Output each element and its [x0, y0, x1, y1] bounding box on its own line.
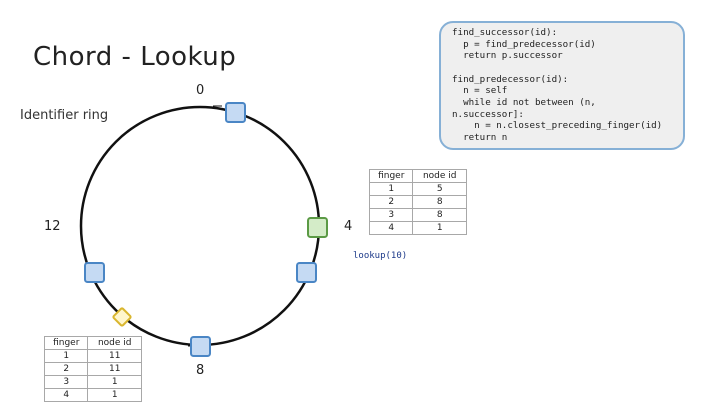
table-row: 2 8	[368, 195, 467, 209]
table-header-row: finger node id	[368, 169, 467, 183]
table-row: 3 8	[368, 208, 467, 222]
query-id-marker	[112, 307, 132, 327]
cell-finger: 2	[368, 195, 414, 209]
table-row: 4 1	[43, 388, 142, 402]
code-line: while id not between (n,	[452, 96, 596, 108]
code-line: n = n.closest_preceding_finger(id)	[452, 120, 663, 132]
cell-finger: 1	[368, 182, 414, 196]
code-line: p = find_predecessor(id)	[452, 38, 596, 50]
cell-finger: 4	[43, 388, 89, 402]
cell-finger: 1	[43, 349, 89, 363]
identifier-ring	[79, 105, 321, 347]
node-left-lower	[84, 262, 105, 283]
ring-label-4: 4	[344, 219, 353, 234]
cell-finger: 3	[368, 208, 414, 222]
ring-label-12: 12	[44, 219, 61, 234]
cell-node-id: 1	[87, 388, 142, 402]
pseudocode-box: find_successor(id): p = find_predecessor…	[439, 21, 685, 150]
cell-finger: 2	[43, 362, 89, 376]
column-header-finger: finger	[43, 336, 89, 350]
cell-finger: 3	[43, 375, 89, 389]
table-header-row: finger node id	[43, 336, 142, 350]
ring-label-0: 0	[196, 83, 205, 98]
table-row: 1 11	[43, 349, 142, 363]
cell-node-id: 8	[412, 195, 467, 209]
lookup-call-label: lookup(10)	[353, 251, 408, 261]
cell-node-id: 11	[87, 362, 142, 376]
cell-node-id: 5	[412, 182, 467, 196]
node-active	[307, 217, 328, 238]
code-line: return p.successor	[452, 50, 563, 62]
node-top	[225, 102, 246, 123]
code-line: n = self	[452, 85, 508, 97]
code-line: return n	[452, 131, 508, 143]
page-title: Chord - Lookup	[33, 42, 237, 72]
cell-node-id: 8	[412, 208, 467, 222]
code-line: find_predecessor(id):	[452, 73, 569, 85]
cell-finger: 4	[368, 221, 414, 235]
node-right-lower	[296, 262, 317, 283]
identifier-ring-label: Identifier ring	[20, 108, 109, 123]
column-header-node-id: node id	[412, 169, 467, 183]
node-bottom	[190, 336, 211, 357]
table-row: 1 5	[368, 182, 467, 196]
finger-table-node-left: finger node id 1 11 2 11 3 1 4 1	[43, 336, 142, 402]
finger-table-node-4: finger node id 1 5 2 8 3 8 4 1	[368, 169, 467, 235]
code-line: find_successor(id):	[452, 27, 558, 38]
code-line: n.successor]:	[452, 108, 524, 120]
cell-node-id: 1	[87, 375, 142, 389]
column-header-node-id: node id	[87, 336, 142, 350]
table-row: 2 11	[43, 362, 142, 376]
ring-label-8: 8	[196, 363, 205, 378]
cell-node-id: 1	[412, 221, 467, 235]
table-row: 3 1	[43, 375, 142, 389]
column-header-finger: finger	[368, 169, 414, 183]
table-row: 4 1	[368, 221, 467, 235]
cell-node-id: 11	[87, 349, 142, 363]
